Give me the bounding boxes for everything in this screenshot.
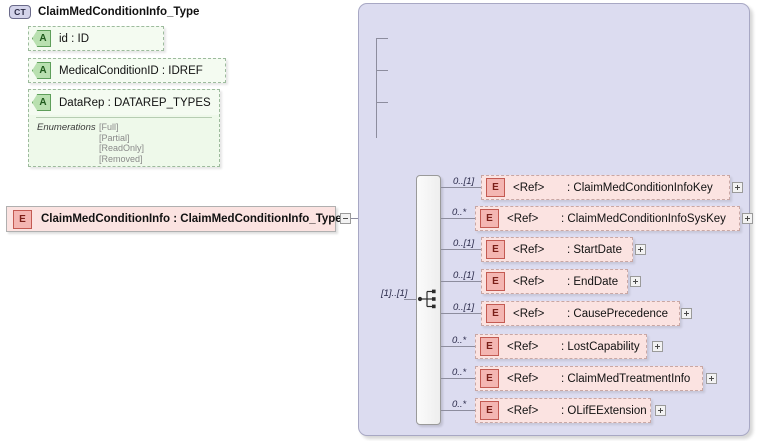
element-name: : ClaimMedTreatmentInfo xyxy=(561,372,691,385)
connector-element-2 xyxy=(441,218,475,219)
connector-element-6 xyxy=(441,346,475,347)
element-ref-label: <Ref> xyxy=(513,243,545,256)
element-cardinality: 0..* xyxy=(452,399,467,410)
connector-element-1 xyxy=(441,187,481,188)
element-cardinality: 0..[1] xyxy=(453,176,475,187)
enumerations-separator xyxy=(36,117,212,118)
element-name: : CausePrecedence xyxy=(567,307,669,320)
element-ref-label: <Ref> xyxy=(513,275,545,288)
element-icon: E xyxy=(480,209,499,228)
element-cardinality: 0..[1] xyxy=(453,302,475,313)
element-name: : OLifEExtension xyxy=(561,404,647,417)
root-element-label: ClaimMedConditionInfo : ClaimMedConditio… xyxy=(41,213,342,225)
attribute-datarep-header: A DataRep : DATAREP_TYPES xyxy=(29,90,219,115)
element-expand-toggle-plus-box[interactable] xyxy=(635,244,646,255)
element-ref-label: <Ref> xyxy=(513,181,545,194)
attribute-row-datarep[interactable]: A DataRep : DATAREP_TYPES Enumerations [… xyxy=(28,89,220,167)
element-name: : StartDate xyxy=(567,243,622,256)
connector-element-3 xyxy=(441,249,481,250)
element-icon: E xyxy=(480,401,499,420)
element-row-causeprecedence[interactable]: E <Ref> : CausePrecedence xyxy=(481,301,680,326)
element-cardinality: 0..[1] xyxy=(453,270,475,281)
element-expand-toggle-plus-box[interactable] xyxy=(742,213,753,224)
connector-into-compositor xyxy=(404,299,417,300)
attribute-icon: A xyxy=(32,30,51,47)
connector-element-4 xyxy=(441,281,481,282)
complex-type-name: ClaimMedConditionInfo_Type xyxy=(38,6,200,18)
complex-type-header: CT ClaimMedConditionInfo_Type xyxy=(9,5,199,19)
element-ref-label: <Ref> xyxy=(507,404,539,417)
connector-element-8 xyxy=(441,410,475,411)
attribute-label: id : ID xyxy=(59,32,90,45)
element-name: : ClaimMedConditionInfoKey xyxy=(567,181,713,194)
enumerations-label: Enumerations xyxy=(37,122,96,133)
attribute-icon: A xyxy=(32,94,51,111)
element-cardinality: 0..* xyxy=(452,207,467,218)
enumeration-value: [Full] xyxy=(99,122,119,132)
element-ref-label: <Ref> xyxy=(513,307,545,320)
enumeration-value: [ReadOnly] xyxy=(99,143,145,153)
root-element-node[interactable]: E ClaimMedConditionInfo : ClaimMedCondit… xyxy=(6,206,342,232)
connector-attribute-1 xyxy=(376,38,388,39)
sequence-icon xyxy=(417,289,436,309)
enumerations-values: [Full] [Partial] [ReadOnly] [Removed] xyxy=(99,122,144,164)
element-row-claimmedconditioninfokey[interactable]: E <Ref> : ClaimMedConditionInfoKey xyxy=(481,175,730,200)
element-name: : LostCapability xyxy=(561,340,640,353)
element-expand-toggle-plus-box[interactable] xyxy=(652,341,663,352)
complex-type-icon: CT xyxy=(9,5,31,19)
element-expand-toggle-plus-box[interactable] xyxy=(681,308,692,319)
element-row-claimmedtreatmentinfo[interactable]: E <Ref> : ClaimMedTreatmentInfo xyxy=(475,366,703,391)
element-row-enddate[interactable]: E <Ref> : EndDate xyxy=(481,269,628,294)
element-row-claimmedconditioninfosyskey[interactable]: E <Ref> : ClaimMedConditionInfoSysKey xyxy=(475,206,740,231)
element-icon: E xyxy=(480,337,499,356)
element-cardinality: 0..* xyxy=(452,367,467,378)
connector-element-5 xyxy=(441,313,481,314)
element-ref-label: <Ref> xyxy=(507,372,539,385)
connector-element-7 xyxy=(441,378,475,379)
element-ref-label: <Ref> xyxy=(507,340,539,353)
connector-attribute-2 xyxy=(376,70,388,71)
enumeration-value: [Removed] xyxy=(99,153,143,164)
root-collapse-toggle-minus-box[interactable] xyxy=(340,213,351,224)
connector-attribute-trunk xyxy=(376,38,377,138)
element-expand-toggle-plus-box[interactable] xyxy=(630,276,641,287)
element-icon: E xyxy=(480,369,499,388)
connector-attribute-3 xyxy=(376,102,388,103)
element-row-startdate[interactable]: E <Ref> : StartDate xyxy=(481,237,633,262)
element-cardinality: 0..[1] xyxy=(453,238,475,249)
attribute-row-medicalconditionid[interactable]: A MedicalConditionID : IDREF xyxy=(28,58,226,83)
element-expand-toggle-plus-box[interactable] xyxy=(655,405,666,416)
attribute-label: DataRep : DATAREP_TYPES xyxy=(59,96,211,109)
attribute-row-id[interactable]: A id : ID xyxy=(28,26,164,51)
attribute-label: MedicalConditionID : IDREF xyxy=(59,64,203,77)
enumeration-value: [Partial] xyxy=(99,132,130,143)
element-row-olifeextension[interactable]: E <Ref> : OLifEExtension xyxy=(475,398,651,423)
element-icon: E xyxy=(486,272,505,291)
element-icon: E xyxy=(13,209,32,229)
element-icon: E xyxy=(486,304,505,323)
element-ref-label: <Ref> xyxy=(507,212,539,225)
compositor-cardinality: [1]..[1] xyxy=(381,288,408,299)
element-icon: E xyxy=(486,178,505,197)
enumerations-block: Enumerations [Full] [Partial] [ReadOnly]… xyxy=(37,122,144,164)
element-cardinality: 0..* xyxy=(452,335,467,346)
element-expand-toggle-plus-box[interactable] xyxy=(706,373,717,384)
element-name: : EndDate xyxy=(567,275,619,288)
element-icon: E xyxy=(486,240,505,259)
attribute-icon: A xyxy=(32,62,51,79)
element-name: : ClaimMedConditionInfoSysKey xyxy=(561,212,726,225)
element-expand-toggle-plus-box[interactable] xyxy=(732,182,743,193)
element-row-lostcapability[interactable]: E <Ref> : LostCapability xyxy=(475,334,647,359)
